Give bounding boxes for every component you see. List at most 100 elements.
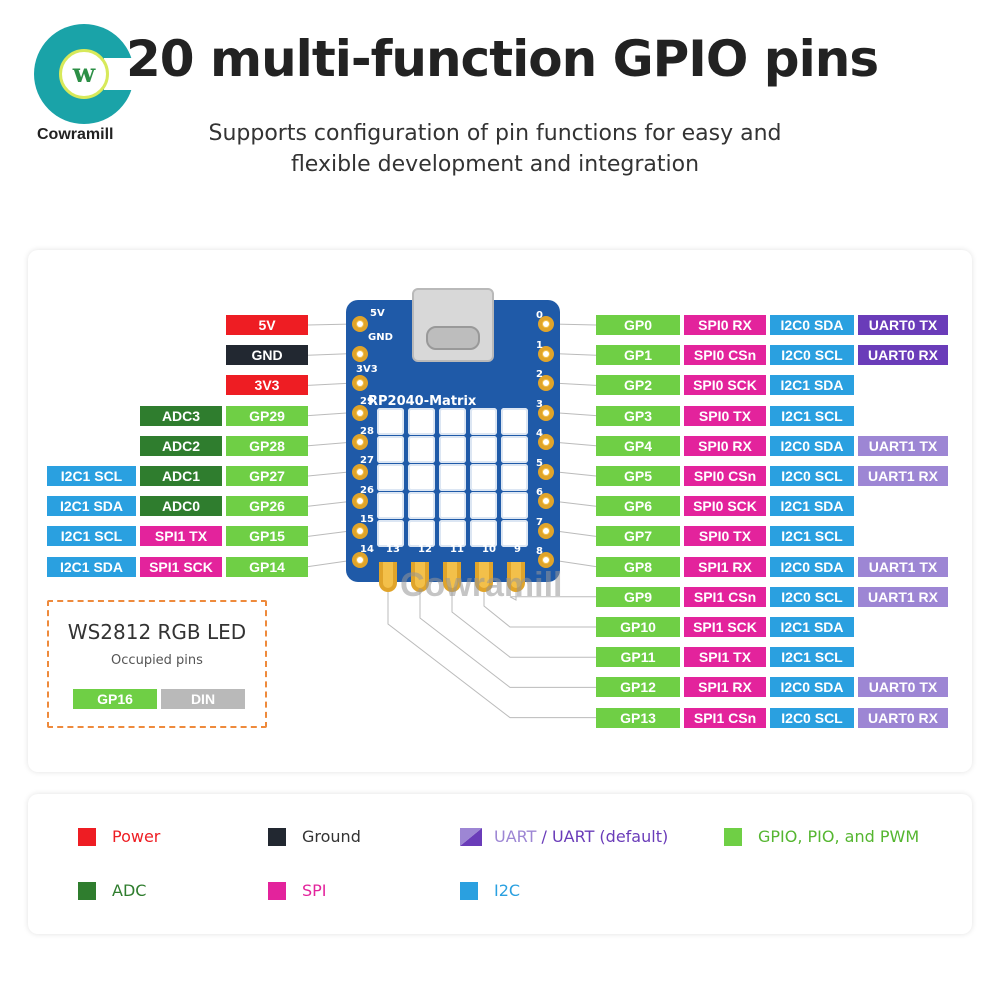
silk-label: 10 (482, 544, 496, 555)
logo-ring-gap (104, 58, 140, 90)
silk-label: 13 (386, 544, 400, 555)
silk-label: 26 (360, 484, 374, 496)
pin-label-spi1-sck: SPI1 SCK (140, 556, 222, 577)
pin-label-gp8: GP8 (596, 556, 680, 577)
led-box-title: WS2812 RGB LED (67, 620, 247, 644)
ws2812-led (470, 436, 497, 463)
legend-swatch-adc (78, 882, 96, 900)
silk-label: 11 (450, 544, 464, 555)
pin-label-i2c1-scl: I2C1 SCL (770, 405, 854, 426)
pin-label-spi0-sck: SPI0 SCK (684, 375, 766, 396)
silk-label: 8 (536, 546, 543, 557)
legend-swatch-uart (460, 828, 482, 846)
legend-swatch-spi (268, 882, 286, 900)
pin-label-gp0: GP0 (596, 315, 680, 335)
pin-label-gp15: GP15 (226, 526, 308, 547)
silk-label: 3 (536, 398, 543, 410)
pin-label-uart0-rx: UART0 RX (858, 707, 948, 728)
board-pad-left (352, 316, 368, 332)
ws2812-led (501, 408, 528, 435)
pin-label-gp3: GP3 (596, 405, 680, 426)
board-pad-right (538, 552, 554, 568)
board-pad-bottom (475, 562, 493, 592)
ws2812-led (470, 464, 497, 491)
ws2812-led (501, 436, 528, 463)
ws2812-led-box: WS2812 RGB LED Occupied pins GP16 DIN (47, 600, 267, 728)
board-pad-left (352, 493, 368, 509)
silk-label: 5 (536, 457, 543, 469)
pin-label-spi1-rx: SPI1 RX (684, 677, 766, 698)
pin-label-i2c1-sda: I2C1 SDA (47, 496, 136, 517)
pin-label-gp13: GP13 (596, 707, 680, 728)
board-pad-left (352, 434, 368, 450)
ws2812-led (408, 436, 435, 463)
pin-label-gp28: GP28 (226, 435, 308, 456)
board-pad-right (538, 493, 554, 509)
board-pad-right (538, 345, 554, 362)
silk-label: 12 (418, 544, 432, 555)
silk-label: 2 (536, 369, 543, 380)
pin-label-spi0-rx: SPI0 RX (684, 435, 766, 456)
silk-label: GND (368, 332, 393, 343)
pin-label-i2c0-sda: I2C0 SDA (770, 677, 854, 698)
board-pad-bottom (411, 562, 429, 592)
legend-swatch-ground (268, 828, 286, 846)
brand-logo: w Cowramill (32, 24, 152, 154)
silk-label: 4 (536, 428, 543, 439)
pin-label-3v3: 3V3 (226, 375, 308, 396)
pin-label-gp4: GP4 (596, 435, 680, 456)
legend-label-uart-separator: / (536, 827, 552, 846)
pin-label-spi1-rx: SPI1 RX (684, 556, 766, 577)
ws2812-led (439, 436, 466, 463)
connector-line (451, 592, 596, 658)
legend-label-uart-group: UART / UART (default) (494, 825, 668, 849)
pin-label-uart0-rx: UART0 RX (858, 345, 948, 366)
pin-label-spi1-csn: SPI1 CSn (684, 707, 766, 728)
pin-label-adc3: ADC3 (140, 405, 222, 426)
pin-label-gp9: GP9 (596, 586, 680, 607)
legend-label-spi: SPI (302, 881, 327, 900)
pin-label-i2c0-scl: I2C0 SCL (770, 466, 854, 486)
pin-label-i2c0-sda: I2C0 SDA (770, 556, 854, 577)
ws2812-led (439, 464, 466, 491)
silk-label: 28 (360, 425, 374, 437)
pin-label-uart1-tx: UART1 TX (858, 556, 948, 577)
pin-label-i2c1-scl: I2C1 SCL (47, 466, 136, 486)
ws2812-led (439, 492, 466, 519)
logo-letter: w (72, 59, 96, 89)
legend-label-adc: ADC (112, 881, 147, 900)
pin-label-i2c1-sda: I2C1 SDA (770, 617, 854, 637)
pin-label-i2c1-sda: I2C1 SDA (770, 375, 854, 396)
ws2812-led (377, 408, 404, 435)
silk-label: 5V (370, 308, 385, 319)
board-pad-right (538, 463, 554, 480)
ws2812-led (377, 436, 404, 463)
page-title: 20 multi-function GPIO pins (126, 30, 879, 88)
pin-label-spi1-sck: SPI1 SCK (684, 617, 766, 637)
pin-label-uart1-tx: UART1 TX (858, 435, 948, 456)
board-pad-left (352, 375, 368, 391)
pin-label-gp12: GP12 (596, 677, 680, 698)
pin-label-i2c0-sda: I2C0 SDA (770, 315, 854, 335)
pin-label-i2c1-scl: I2C1 SCL (47, 526, 136, 547)
legend-label-power: Power (112, 827, 161, 846)
silk-label: 14 (360, 543, 374, 555)
legend-panel (28, 794, 972, 934)
ws2812-led (408, 408, 435, 435)
board-pad-left (352, 345, 368, 362)
legend-swatch-gpio (724, 828, 742, 846)
pin-label-spi1-tx: SPI1 TX (684, 647, 766, 668)
ws2812-led (470, 520, 497, 547)
logo-inner-circle (59, 49, 109, 99)
silk-label: 7 (536, 516, 543, 528)
pin-label-i2c1-sda: I2C1 SDA (770, 496, 854, 517)
ws2812-led (501, 520, 528, 547)
silk-label: 1 (536, 339, 543, 351)
pin-label-i2c0-scl: I2C0 SCL (770, 345, 854, 366)
legend-swatch-power (78, 828, 96, 846)
pin-label-i2c0-scl: I2C0 SCL (770, 707, 854, 728)
legend-label-i2c: I2C (494, 881, 521, 900)
led-pin-din: DIN (161, 689, 245, 709)
legend-label-ground: Ground (302, 827, 361, 846)
